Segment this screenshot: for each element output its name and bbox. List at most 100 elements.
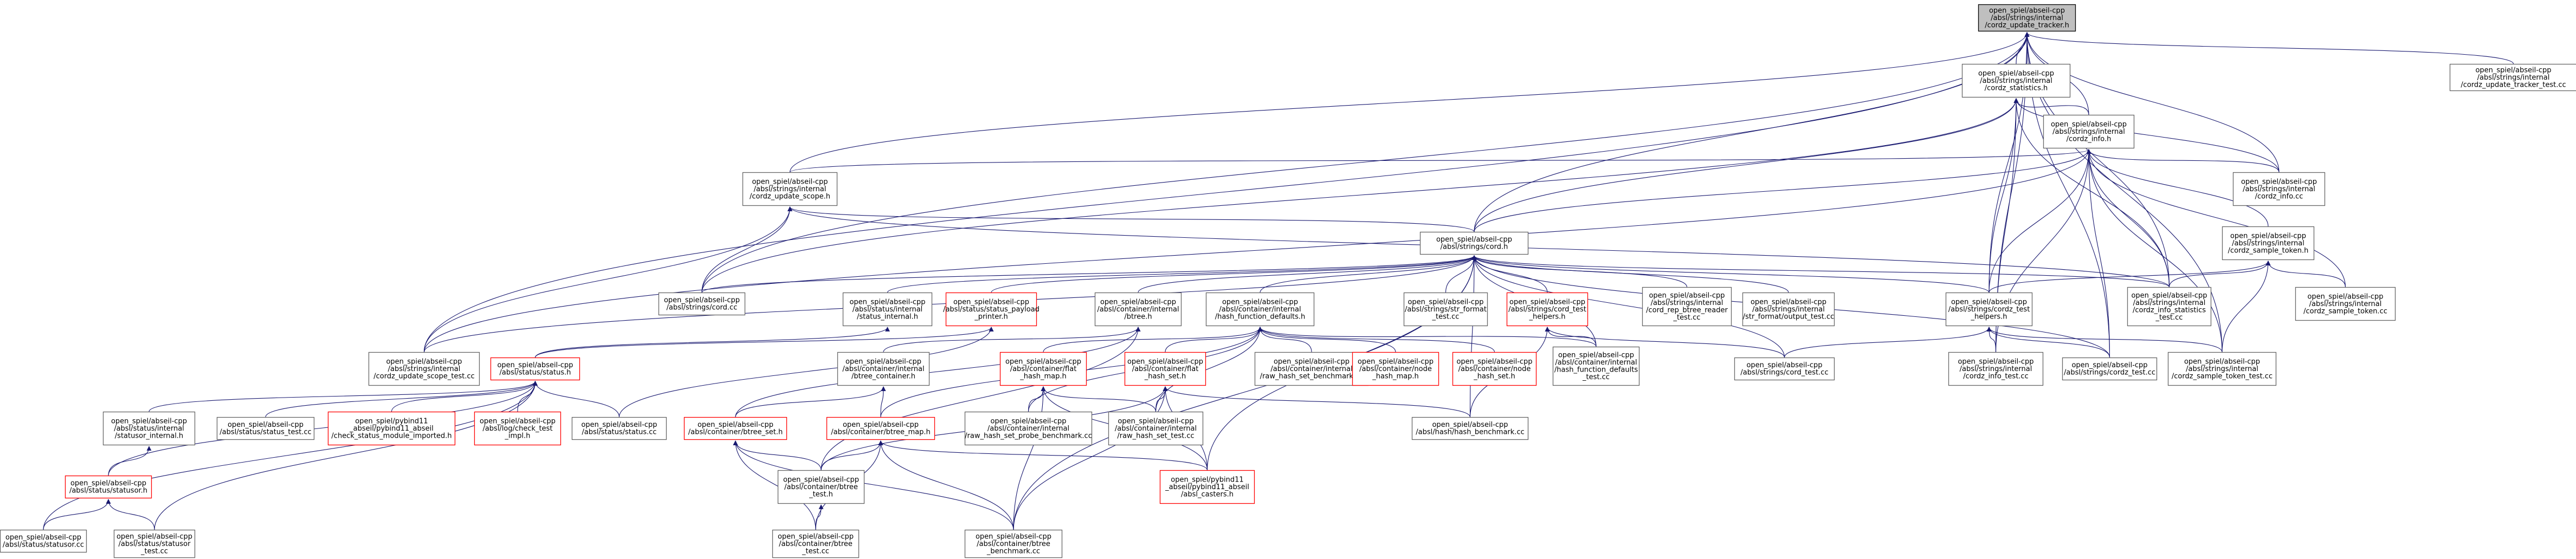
graph-node-n35[interactable]: open_spiel/pybind11_abseil/pybind11_abse… — [327, 411, 456, 446]
node-box[interactable] — [945, 292, 1037, 327]
node-box[interactable] — [1948, 352, 2044, 386]
node-box[interactable] — [2043, 114, 2135, 149]
node-box[interactable] — [327, 411, 456, 446]
node-box[interactable] — [1205, 292, 1315, 327]
node-box[interactable] — [1734, 357, 1835, 381]
graph-node-n14[interactable]: open_spiel/abseil-cpp/absl/strings/cord_… — [1506, 292, 1589, 327]
graph-node-n19[interactable]: open_spiel/abseil-cpp/absl/strings/inter… — [2295, 287, 2396, 321]
graph-node-n12[interactable]: open_spiel/abseil-cpp/absl/container/int… — [1205, 292, 1315, 327]
node-box[interactable] — [2127, 287, 2212, 327]
node-box[interactable] — [474, 411, 561, 446]
graph-node-n20[interactable]: open_spiel/abseil-cpp/absl/strings/inter… — [368, 352, 480, 386]
graph-node-n4[interactable]: open_spiel/abseil-cpp/absl/strings/inter… — [742, 172, 838, 206]
node-box[interactable] — [1411, 417, 1529, 440]
graph-node-n18[interactable]: open_spiel/abseil-cpp/absl/strings/inter… — [2127, 287, 2212, 327]
graph-node-n5[interactable]: open_spiel/abseil-cpp/absl/strings/inter… — [2232, 172, 2326, 206]
graph-node-n16[interactable]: open_spiel/abseil-cpp/absl/strings/inter… — [1742, 292, 1835, 327]
node-box[interactable] — [1108, 411, 1204, 446]
node-box[interactable] — [1094, 292, 1182, 327]
node-box[interactable] — [772, 529, 860, 558]
node-box[interactable] — [826, 417, 935, 440]
node-box[interactable] — [2062, 357, 2158, 381]
graph-node-n3[interactable]: open_spiel/abseil-cpp/absl/strings/inter… — [2043, 114, 2135, 149]
node-box[interactable] — [2222, 226, 2315, 261]
node-box[interactable] — [1642, 287, 1732, 327]
node-box[interactable] — [999, 352, 1087, 386]
graph-node-n2[interactable]: open_spiel/abseil-cpp/absl/strings/inter… — [1961, 63, 2071, 98]
node-box[interactable] — [2295, 287, 2396, 321]
node-box[interactable] — [1403, 292, 1488, 327]
graph-node-n29[interactable]: open_spiel/abseil-cpp/absl/strings/cord_… — [1734, 357, 1835, 381]
node-box[interactable] — [1978, 4, 2076, 32]
graph-node-n15[interactable]: open_spiel/abseil-cpp/absl/strings/inter… — [1642, 287, 1732, 327]
graph-node-n37[interactable]: open_spiel/abseil-cpp/absl/status/status… — [571, 417, 667, 440]
node-box[interactable] — [964, 529, 1063, 558]
node-box[interactable] — [0, 529, 87, 553]
graph-node-n8[interactable]: open_spiel/abseil-cpp/absl/strings/cord.… — [658, 292, 746, 316]
graph-node-n42[interactable]: open_spiel/abseil-cpp/absl/hash/hash_ben… — [1411, 417, 1529, 440]
node-box[interactable] — [2167, 352, 2277, 386]
graph-node-n7[interactable]: open_spiel/abseil-cpp/absl/strings/inter… — [2222, 226, 2315, 261]
graph-node-n28[interactable]: open_spiel/abseil-cpp/absl/container/int… — [1552, 346, 1640, 386]
graph-node-n24[interactable]: open_spiel/abseil-cpp/absl/container/fla… — [1124, 352, 1206, 386]
graph-node-n39[interactable]: open_spiel/abseil-cpp/absl/container/btr… — [826, 417, 935, 440]
graph-node-n40[interactable]: open_spiel/abseil-cpp/absl/container/int… — [964, 411, 1093, 446]
node-box[interactable] — [216, 417, 315, 440]
node-box[interactable] — [368, 352, 480, 386]
node-box[interactable] — [964, 411, 1093, 446]
graph-node-n43[interactable]: open_spiel/abseil-cpp/absl/status/status… — [64, 475, 152, 499]
node-box[interactable] — [837, 352, 930, 386]
graph-node-n45[interactable]: open_spiel/pybind11_abseil/pybind11_abse… — [1159, 470, 1255, 504]
node-box[interactable] — [1945, 292, 2033, 327]
graph-node-n49[interactable]: open_spiel/abseil-cpp/absl/container/btr… — [964, 529, 1063, 558]
graph-node-n10[interactable]: open_spiel/abseil-cpp/absl/status/status… — [943, 292, 1040, 327]
graph-node-n17[interactable]: open_spiel/abseil-cpp/absl/strings/cordz… — [1945, 292, 2033, 327]
graph-node-n25[interactable]: open_spiel/abseil-cpp/absl/container/int… — [1254, 352, 1369, 386]
graph-node-n31[interactable]: open_spiel/abseil-cpp/absl/strings/cordz… — [2062, 357, 2158, 381]
node-box[interactable] — [742, 172, 838, 206]
graph-node-n9[interactable]: open_spiel/abseil-cpp/absl/status/intern… — [842, 292, 933, 327]
graph-node-n41[interactable]: open_spiel/abseil-cpp/absl/container/int… — [1108, 411, 1204, 446]
graph-node-n38[interactable]: open_spiel/abseil-cpp/absl/container/btr… — [683, 417, 787, 440]
node-box[interactable] — [1742, 292, 1835, 327]
node-box[interactable] — [1506, 292, 1589, 327]
graph-node-n1[interactable]: open_spiel/abseil-cpp/absl/strings/inter… — [2449, 63, 2576, 92]
graph-node-n6[interactable]: open_spiel/abseil-cpp/absl/strings/cord.… — [1419, 231, 1529, 255]
graph-node-n23[interactable]: open_spiel/abseil-cpp/absl/container/fla… — [999, 352, 1087, 386]
graph-node-n47[interactable]: open_spiel/abseil-cpp/absl/status/status… — [113, 529, 196, 558]
graph-node-n36[interactable]: open_spiel/abseil-cpp/absl/log/check_tes… — [474, 411, 561, 446]
graph-node-n0[interactable]: open_spiel/abseil-cpp/absl/strings/inter… — [1978, 4, 2076, 32]
graph-node-n32[interactable]: open_spiel/abseil-cpp/absl/strings/inter… — [2167, 352, 2277, 386]
node-box[interactable] — [1552, 346, 1640, 386]
node-box[interactable] — [1352, 352, 1439, 386]
node-box[interactable] — [64, 475, 152, 499]
node-box[interactable] — [113, 529, 196, 558]
node-box[interactable] — [490, 357, 580, 381]
node-box[interactable] — [777, 470, 865, 504]
node-box[interactable] — [1452, 352, 1537, 386]
node-box[interactable] — [658, 292, 746, 316]
node-box[interactable] — [102, 411, 196, 446]
node-box[interactable] — [683, 417, 787, 440]
graph-node-n11[interactable]: open_spiel/abseil-cpp/absl/container/int… — [1094, 292, 1182, 327]
graph-node-n33[interactable]: open_spiel/abseil-cpp/absl/status/intern… — [102, 411, 196, 446]
graph-node-n46[interactable]: open_spiel/abseil-cpp/absl/status/status… — [0, 529, 87, 553]
graph-node-n34[interactable]: open_spiel/abseil-cpp/absl/status/status… — [216, 417, 315, 440]
graph-node-n30[interactable]: open_spiel/abseil-cpp/absl/strings/inter… — [1948, 352, 2044, 386]
node-box[interactable] — [2232, 172, 2326, 206]
node-box[interactable] — [2449, 63, 2576, 92]
graph-node-n22[interactable]: open_spiel/abseil-cpp/absl/container/int… — [837, 352, 930, 386]
node-box[interactable] — [842, 292, 933, 327]
graph-node-n26[interactable]: open_spiel/abseil-cpp/absl/container/nod… — [1352, 352, 1439, 386]
graph-node-n44[interactable]: open_spiel/abseil-cpp/absl/container/btr… — [777, 470, 865, 504]
node-box[interactable] — [1254, 352, 1369, 386]
graph-node-n21[interactable]: open_spiel/abseil-cpp/absl/status/status… — [490, 357, 580, 381]
node-box[interactable] — [1159, 470, 1255, 504]
node-box[interactable] — [571, 417, 667, 440]
node-box[interactable] — [1961, 63, 2071, 98]
graph-node-n48[interactable]: open_spiel/abseil-cpp/absl/container/btr… — [772, 529, 860, 558]
graph-node-n13[interactable]: open_spiel/abseil-cpp/absl/strings/str_f… — [1403, 292, 1488, 327]
graph-node-n27[interactable]: open_spiel/abseil-cpp/absl/container/nod… — [1452, 352, 1537, 386]
node-box[interactable] — [1124, 352, 1206, 386]
node-box[interactable] — [1419, 231, 1529, 255]
